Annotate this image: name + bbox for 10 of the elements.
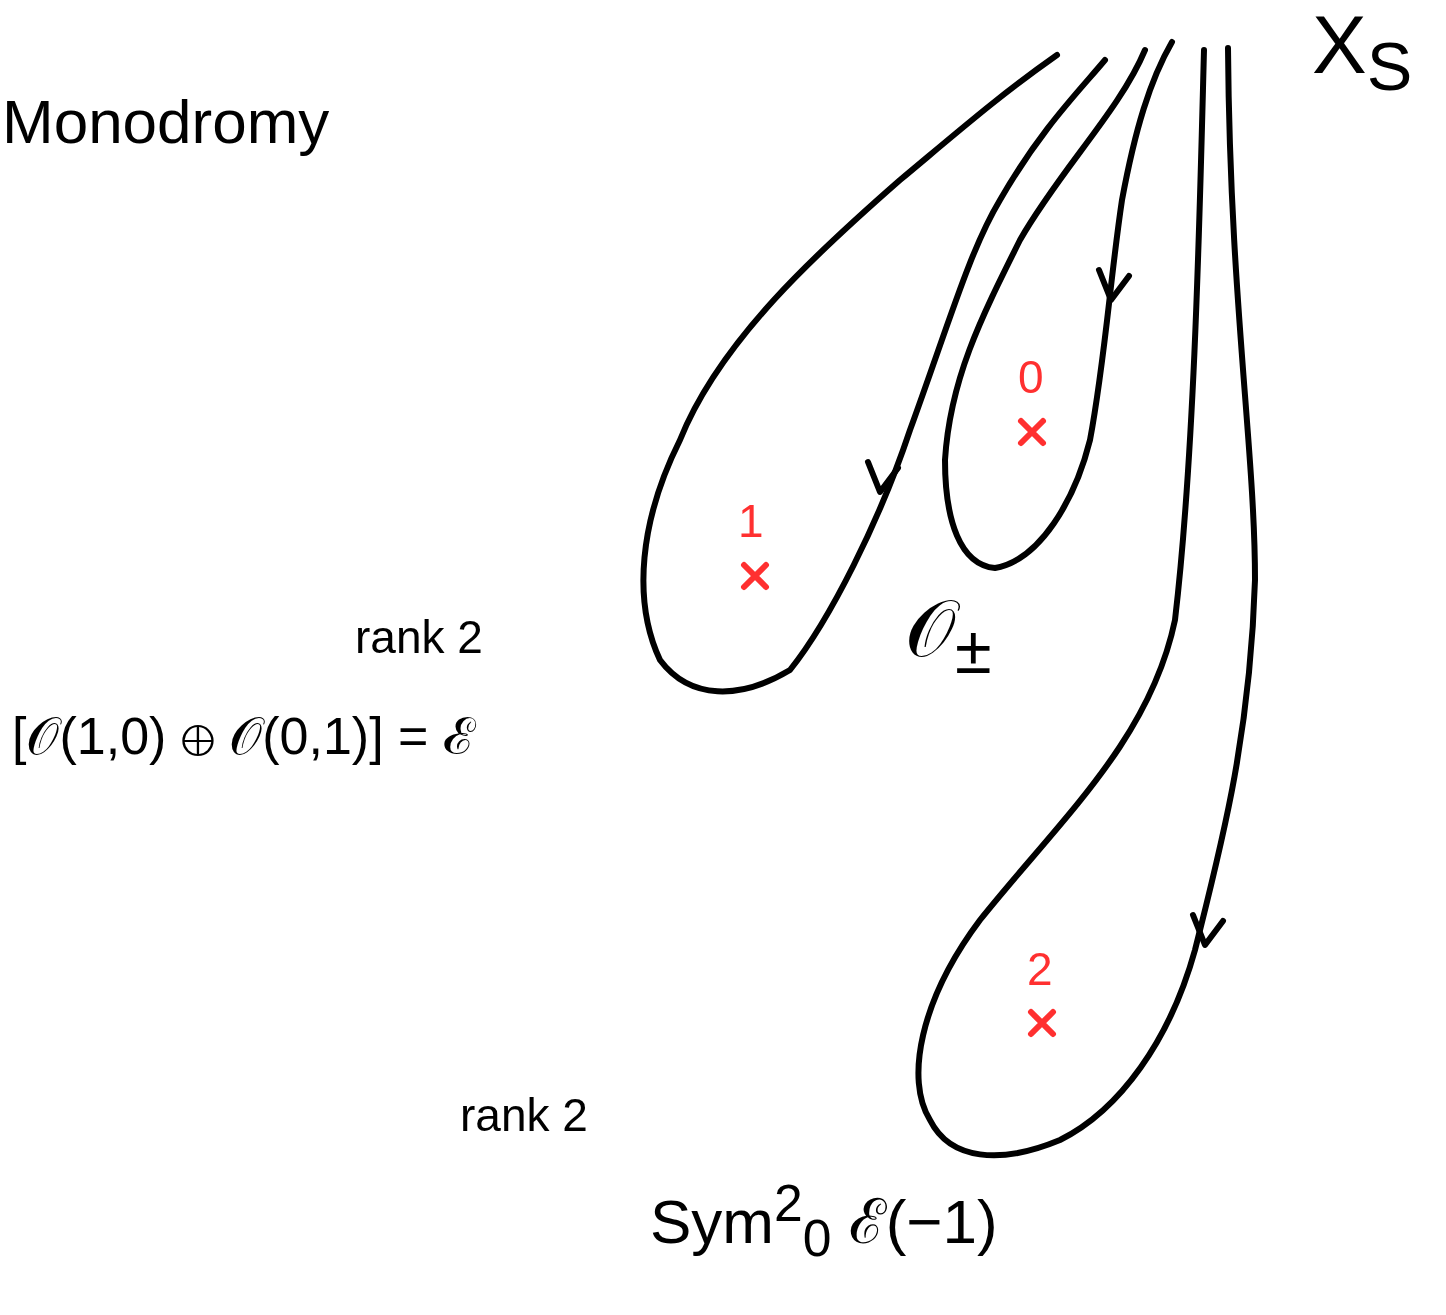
space-label: X$_{S}$ — [1312, 0, 1413, 105]
bundle-label: [𝒪(1,0) ⊕ 𝒪(0,1)] = ℰ — [12, 708, 473, 766]
bundle-label: 𝒪$_{±}$ — [905, 585, 992, 688]
puncture-label: 1 — [738, 496, 764, 547]
bundle-label: Sym$^{2}$$_{0}$ ℰ(−1) — [650, 1175, 998, 1267]
puncture-label: 0 — [1018, 352, 1044, 403]
title: Monodromy — [2, 88, 330, 157]
rank-label: rank 2 — [460, 1090, 588, 1141]
puncture-label: 2 — [1027, 944, 1053, 995]
rank-label: rank 2 — [355, 612, 483, 663]
